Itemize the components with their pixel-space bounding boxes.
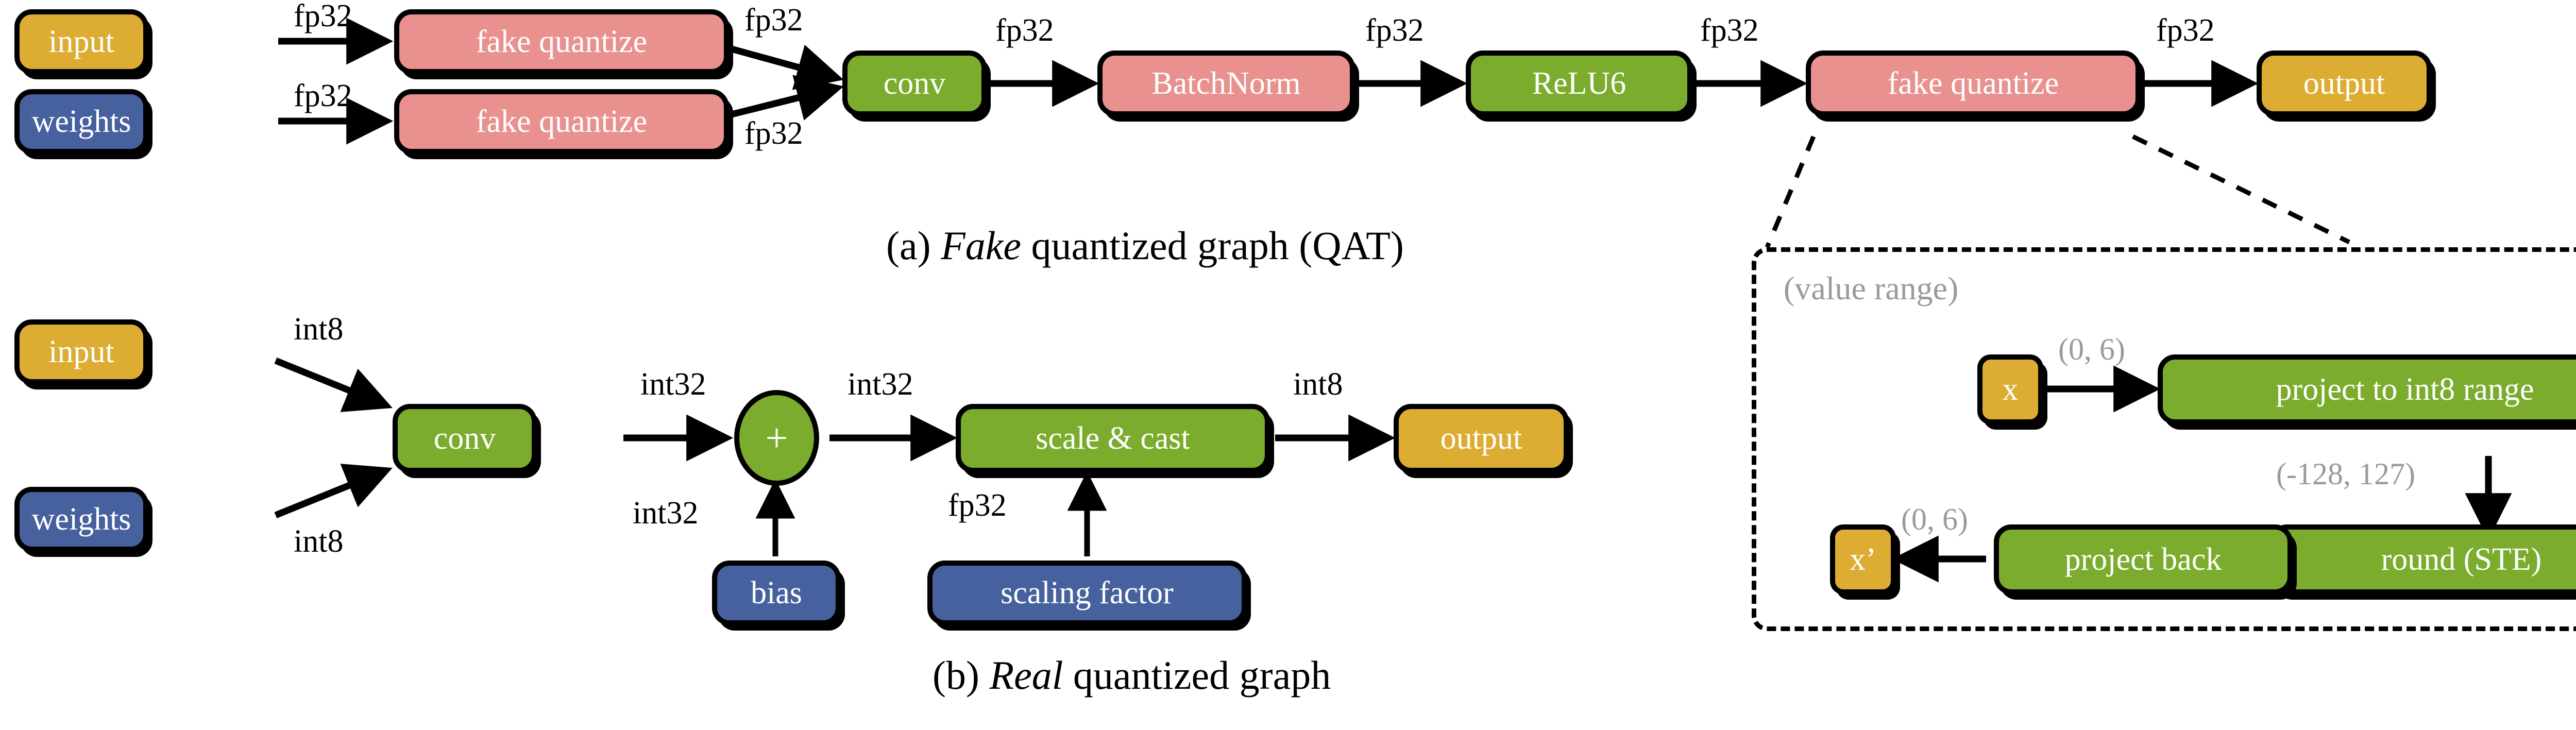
node-a-batchnorm[interactable]: BatchNorm	[1097, 50, 1355, 116]
edge-label-inset-project-round: (-128, 127)	[2276, 457, 2415, 491]
node-b-add[interactable]: +	[734, 390, 819, 486]
node-inset-project-to-int8[interactable]: project to int8 range	[2158, 354, 2576, 425]
node-inset-x-prime-label: x’	[1850, 542, 1876, 577]
edge-label-a-input-fq: fp32	[294, 0, 352, 33]
caption-b-prefix: (b)	[933, 653, 990, 698]
node-b-bias-label: bias	[751, 575, 802, 610]
node-a-weights[interactable]: weights	[14, 89, 148, 154]
edge-label-b-scaling-scale: fp32	[948, 488, 1007, 523]
node-a-input-label: input	[48, 24, 114, 59]
edge-label-b-bias-add: int32	[633, 496, 699, 531]
edge-label-a-bn-relu6: fp32	[1365, 13, 1424, 48]
node-b-conv[interactable]: conv	[393, 404, 537, 473]
edge-label-a-relu6-fq: fp32	[1700, 13, 1759, 48]
node-b-scaling-factor[interactable]: scaling factor	[927, 561, 1247, 625]
node-a-batchnorm-label: BatchNorm	[1151, 66, 1301, 101]
node-a-fake-quantize-output[interactable]: fake quantize	[1806, 50, 2141, 116]
edge-label-b-input-conv: int8	[294, 312, 344, 347]
node-inset-round-ste[interactable]: round (STE)	[2269, 524, 2576, 595]
node-a-fake-quantize-output-label: fake quantize	[1887, 66, 2059, 101]
node-b-output[interactable]: output	[1394, 404, 1569, 473]
node-a-fake-quantize-input-label: fake quantize	[476, 24, 648, 59]
node-inset-project-to-int8-label: project to int8 range	[2276, 372, 2534, 407]
node-a-relu6-label: ReLU6	[1532, 66, 1626, 101]
fake-quantize-inset-box	[1752, 247, 2576, 631]
edge-label-b-scale-output: int8	[1293, 367, 1343, 402]
edge-label-a-conv-bn: fp32	[995, 13, 1054, 48]
node-b-conv-label: conv	[433, 421, 496, 456]
caption-panel-a: (a) Fake quantized graph (QAT)	[886, 226, 1404, 266]
node-b-bias[interactable]: bias	[712, 561, 841, 625]
node-a-relu6[interactable]: ReLU6	[1466, 50, 1692, 116]
edge-b-input-to-conv	[274, 357, 393, 412]
node-b-scale-cast-label: scale & cast	[1036, 421, 1190, 456]
node-inset-x-prime[interactable]: x’	[1830, 524, 1896, 595]
node-inset-project-back-label: project back	[2064, 542, 2222, 577]
edge-label-b-weights-conv: int8	[294, 524, 344, 559]
leader-line-left	[1765, 135, 1816, 248]
caption-b-emph: Real	[989, 653, 1063, 698]
caption-a-prefix: (a)	[886, 223, 941, 268]
node-b-weights[interactable]: weights	[14, 487, 148, 552]
caption-panel-b: (b) Real quantized graph	[933, 655, 1331, 695]
node-a-fake-quantize-weights-label: fake quantize	[476, 104, 648, 139]
caption-a-emph: Fake	[941, 223, 1021, 268]
edge-b-weights-to-conv	[274, 464, 393, 519]
node-inset-project-back[interactable]: project back	[1994, 524, 2293, 595]
node-a-conv[interactable]: conv	[842, 50, 987, 116]
node-a-output[interactable]: output	[2257, 50, 2432, 116]
node-a-fake-quantize-input[interactable]: fake quantize	[394, 9, 729, 74]
node-a-weights-label: weights	[31, 104, 131, 139]
edge-label-inset-projectback-xprime: (0, 6)	[1901, 502, 1968, 536]
caption-b-suffix: quantized graph	[1063, 653, 1331, 698]
node-b-scaling-factor-label: scaling factor	[1001, 575, 1174, 610]
node-a-output-label: output	[2303, 66, 2385, 101]
inset-value-range-note: (value range)	[1784, 270, 1959, 307]
node-b-input[interactable]: input	[14, 319, 148, 384]
edge-label-a-fq-output: fp32	[2156, 13, 2215, 48]
edge-fq-weights-to-conv	[731, 75, 844, 121]
node-b-input-label: input	[48, 334, 114, 369]
edge-label-a-fq-conv-top: fp32	[744, 3, 803, 38]
edge-fq-input-to-conv	[731, 44, 844, 90]
node-inset-x[interactable]: x	[1977, 354, 2043, 425]
node-b-weights-label: weights	[31, 502, 131, 537]
edge-label-a-weights-fq: fp32	[294, 78, 352, 113]
node-b-output-label: output	[1440, 421, 1522, 456]
node-b-add-label: +	[765, 415, 788, 460]
node-a-input[interactable]: input	[14, 9, 148, 74]
edge-label-b-add-scale: int32	[848, 367, 913, 402]
edge-label-a-fq-conv-bottom: fp32	[744, 116, 803, 151]
node-a-conv-label: conv	[883, 66, 946, 101]
edge-label-inset-x-project: (0, 6)	[2058, 332, 2125, 366]
caption-a-suffix: quantized graph (QAT)	[1021, 223, 1404, 268]
leader-line-right	[2132, 134, 2350, 245]
node-a-fake-quantize-weights[interactable]: fake quantize	[394, 89, 729, 154]
edge-label-b-conv-add: int32	[640, 367, 706, 402]
node-inset-round-ste-label: round (STE)	[2381, 542, 2542, 577]
node-b-scale-cast[interactable]: scale & cast	[956, 404, 1270, 473]
node-inset-x-label: x	[2002, 372, 2019, 407]
